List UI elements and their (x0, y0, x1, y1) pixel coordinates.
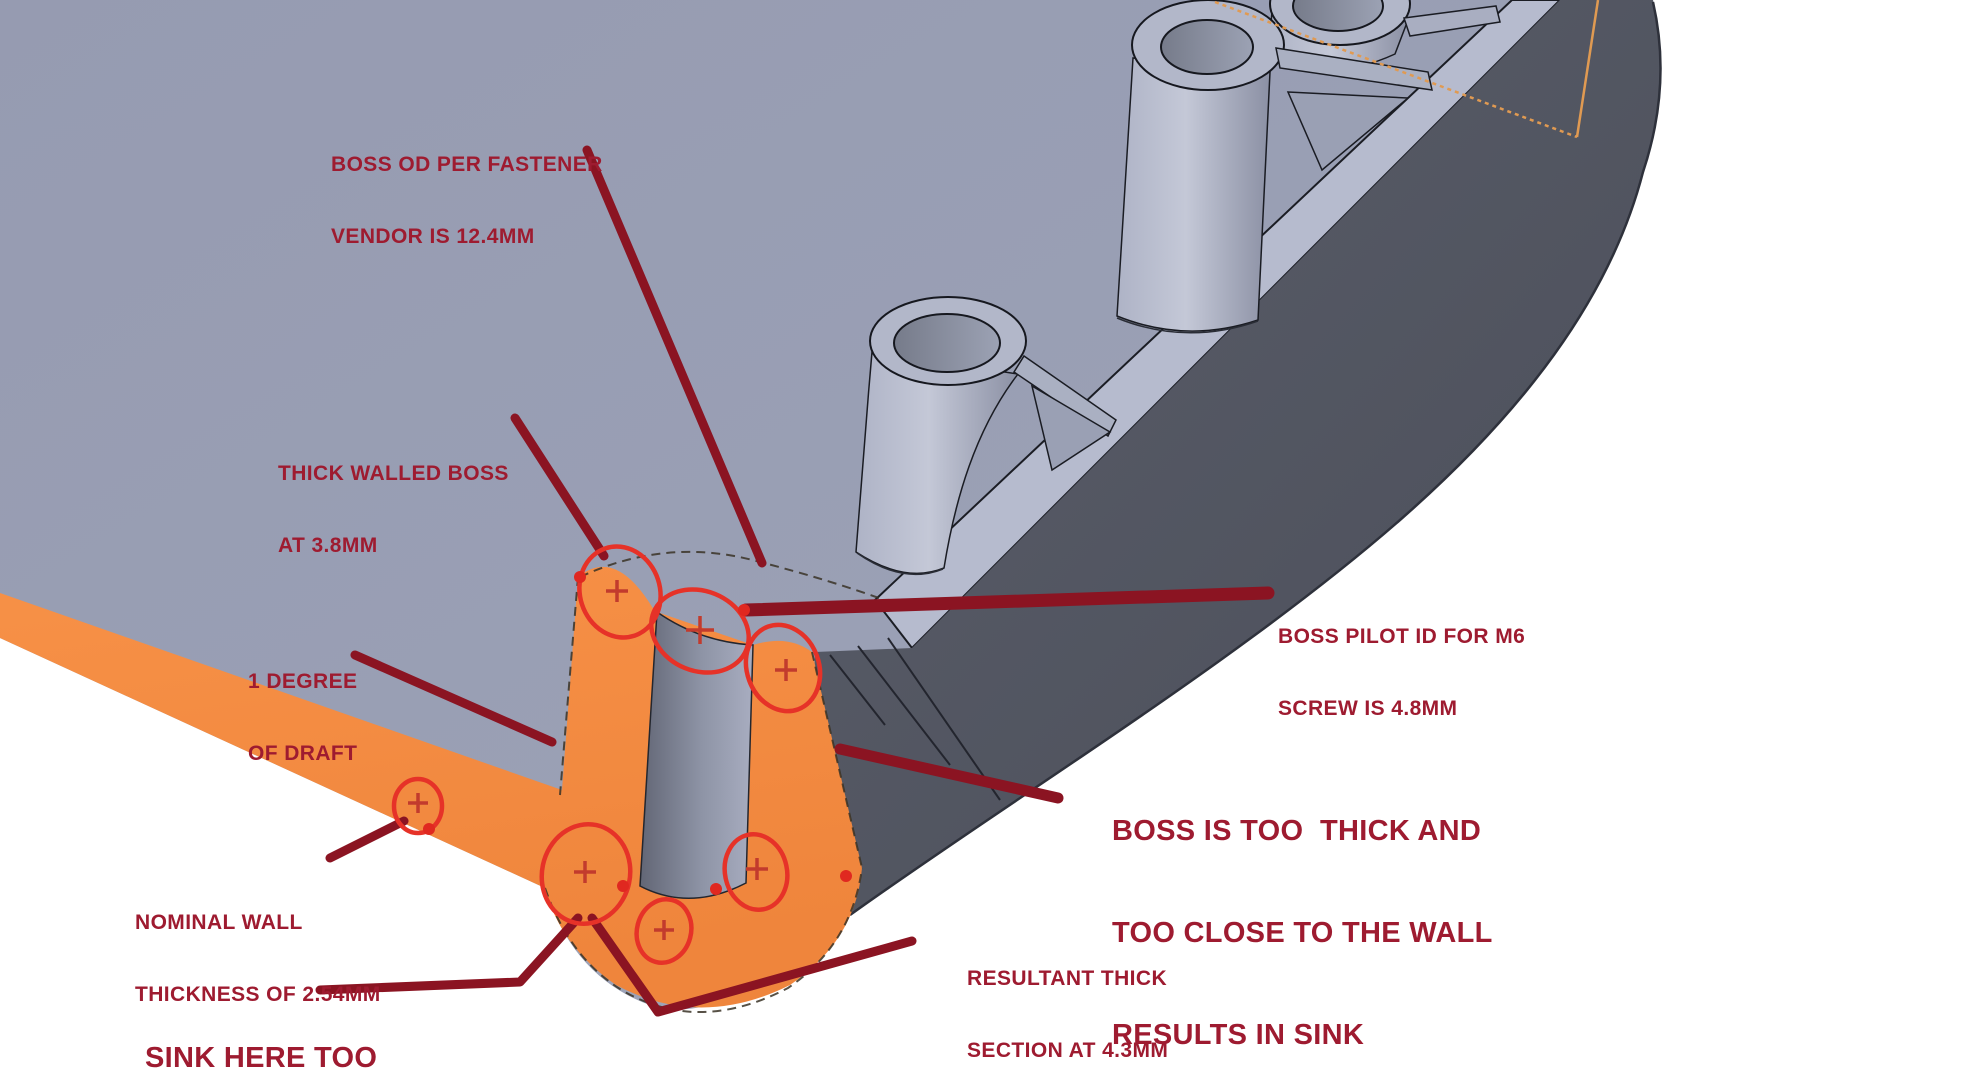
boss-rib (1275, 47, 1433, 91)
label-draft: 1 DEGREE OF DRAFT (248, 622, 357, 814)
label-line: VENDOR IS 12.4MM (331, 225, 535, 248)
boss-gusset (1286, 91, 1410, 172)
label-boss-pilot: BOSS PILOT ID FOR M6 SCREW IS 4.8MM (1278, 577, 1525, 769)
label-resultant-thick: RESULTANT THICK SECTION AT 4.3MM (967, 919, 1168, 1080)
leader-resultant (587, 913, 917, 1017)
leader-draft (350, 650, 557, 747)
label-sink-here: SINK HERE TOO (145, 973, 377, 1080)
leader-thick-walled (510, 413, 609, 561)
leader-nominal-wall (325, 816, 409, 863)
wireframe-edge-lines (1214, 0, 1600, 139)
leader-sink-here (315, 913, 583, 995)
label-line: THICK WALLED BOSS (278, 462, 509, 485)
sink-marker-ellipses (391, 544, 823, 965)
label-nominal-wall: NOMINAL WALL THICKNESS OF 2.54MM (135, 863, 381, 1055)
label-line: SINK HERE TOO (145, 1042, 378, 1074)
label-line: AT 3.8MM (278, 534, 378, 557)
section-cut-face (0, 566, 862, 1008)
label-thick-walled-boss: THICK WALLED BOSS AT 3.8MM (278, 414, 509, 606)
part-silhouette-edge (849, 1, 1662, 917)
label-line: 1 DEGREE (248, 670, 358, 693)
label-boss-too-thick: BOSS IS TOO THICK AND TOO CLOSE TO THE W… (1112, 746, 1493, 1080)
boss-rib (1403, 5, 1501, 37)
label-line: SECTION AT 4.3MM (967, 1039, 1169, 1062)
leader-boss-od (582, 145, 767, 568)
label-line: THICKNESS OF 2.54MM (135, 983, 381, 1006)
sink-marker-crosses (408, 580, 797, 940)
wall-corner-edges (829, 637, 1001, 801)
leader-boss-pilot (739, 586, 1275, 617)
label-line: TOO CLOSE TO THE WALL (1112, 917, 1493, 949)
boss-bore-section (639, 610, 754, 900)
wall-inner-face (808, 0, 1661, 915)
label-line: OF DRAFT (248, 742, 358, 765)
label-line: RESULTANT THICK (967, 967, 1168, 990)
boss-middle (855, 296, 1117, 576)
annotation-dots (423, 571, 852, 895)
leader-boss-too-thick (834, 743, 1064, 804)
leader-lines (315, 145, 1275, 1017)
label-line: NOMINAL WALL (135, 911, 303, 934)
label-boss-od: BOSS OD PER FASTENER VENDOR IS 12.4MM (331, 105, 603, 297)
label-line: BOSS OD PER FASTENER (331, 153, 603, 176)
label-line: SCREW IS 4.8MM (1278, 697, 1458, 720)
boss-rib (1012, 354, 1117, 438)
label-line: RESULTS IN SINK (1112, 1019, 1365, 1051)
boss-tall (1116, 0, 1433, 334)
label-line: BOSS PILOT ID FOR M6 (1278, 625, 1526, 648)
boss-gusset (1030, 384, 1112, 472)
label-line: BOSS IS TOO THICK AND (1112, 815, 1482, 847)
